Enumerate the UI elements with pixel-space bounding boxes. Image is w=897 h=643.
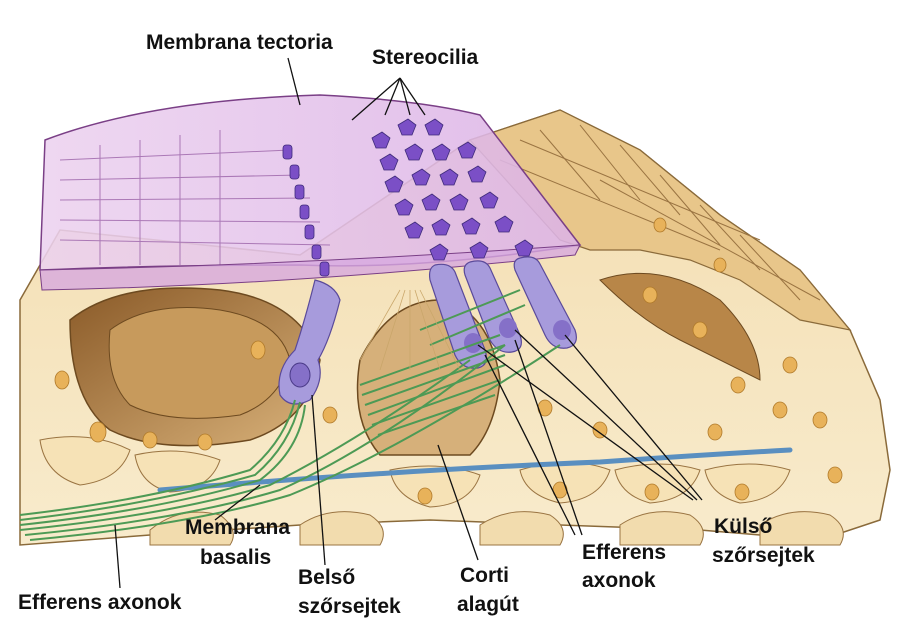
label-kulso-line2: szőrsejtek — [712, 544, 815, 567]
label-efferens-line1: Efferens — [582, 541, 667, 564]
label-efferens-line2: axonok — [582, 569, 656, 592]
basilar-membrane — [157, 447, 793, 493]
label-membrana-basalis-line1: Membrana — [185, 516, 291, 539]
nerve-fibers — [19, 289, 561, 541]
label-kulso-line1: Külső — [714, 515, 773, 538]
label-corti-line2: alagút — [457, 593, 519, 616]
label-corti-line1: Corti — [460, 564, 509, 587]
label-belso-line1: Belső — [298, 566, 356, 589]
label-membrana-tectoria: Membrana tectoria — [146, 31, 333, 54]
label-efferens-axonok-left: Efferens axonok — [18, 591, 182, 614]
leader-lines — [114, 57, 703, 589]
label-belso-line2: szőrsejtek — [298, 595, 401, 618]
outer-hair-cells — [428, 256, 577, 369]
inner-hair-cell — [278, 144, 341, 405]
stereocilia-bundles — [371, 118, 534, 261]
tectorial-membrane — [39, 94, 582, 291]
label-stereocilia: Stereocilia — [372, 46, 479, 69]
label-membrana-basalis-line2: basalis — [200, 546, 272, 569]
radial-fibers — [359, 289, 461, 371]
